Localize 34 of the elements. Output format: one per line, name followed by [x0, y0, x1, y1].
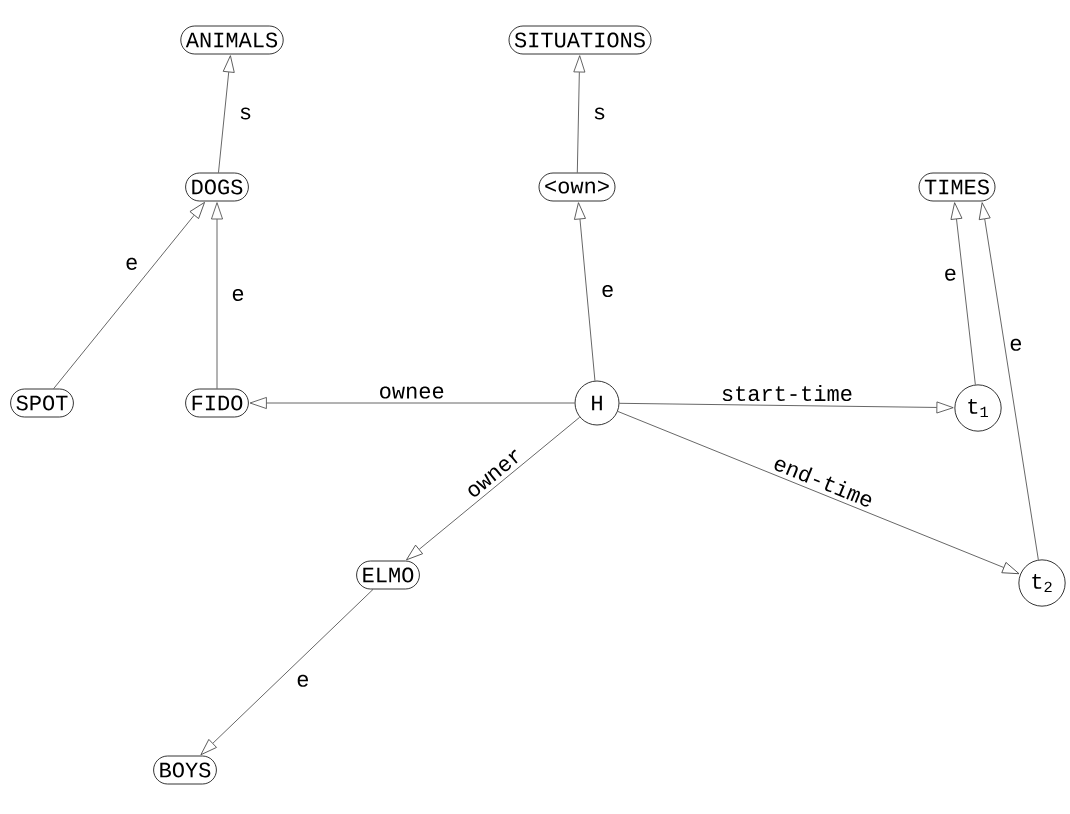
arrow [53, 202, 205, 389]
arrow [978, 202, 1039, 561]
arrow [950, 202, 976, 385]
rounded-box: SITUATIONS [508, 25, 652, 55]
rounded-box: DOGS [185, 172, 249, 202]
arrow [218, 55, 235, 173]
rounded-box: TIMES [918, 172, 996, 202]
edge-label: e [599, 283, 617, 300]
edge-label: ownee [376, 384, 447, 401]
circle-node: t$_{2}$ [1018, 559, 1066, 607]
edge-label: s [590, 105, 609, 122]
arrow [406, 416, 581, 561]
circle-node: H [574, 380, 620, 426]
edge-label: start-time [718, 382, 855, 404]
edge-label: s [236, 105, 255, 122]
rounded-box: SPOT [10, 388, 74, 418]
arrow [619, 401, 954, 414]
arrow [211, 202, 223, 389]
circle-node: t$_{1}$ [954, 384, 1002, 432]
arrow [574, 202, 596, 382]
rounded-box: ANIMALS [180, 25, 284, 55]
arrow [617, 411, 1020, 575]
edge-label: e [229, 287, 247, 304]
rounded-box: <own> [538, 172, 616, 202]
edge-label: e [294, 672, 312, 689]
rounded-box: BOYS [153, 755, 217, 785]
edge-label: e [1007, 336, 1025, 353]
rounded-box: FIDO [185, 388, 249, 418]
arrow [200, 589, 374, 756]
edge-label: e [123, 255, 141, 272]
edge-label: e [941, 266, 959, 283]
rounded-box: ELMO [356, 560, 420, 590]
arrow [249, 397, 575, 409]
arrow [573, 55, 586, 173]
